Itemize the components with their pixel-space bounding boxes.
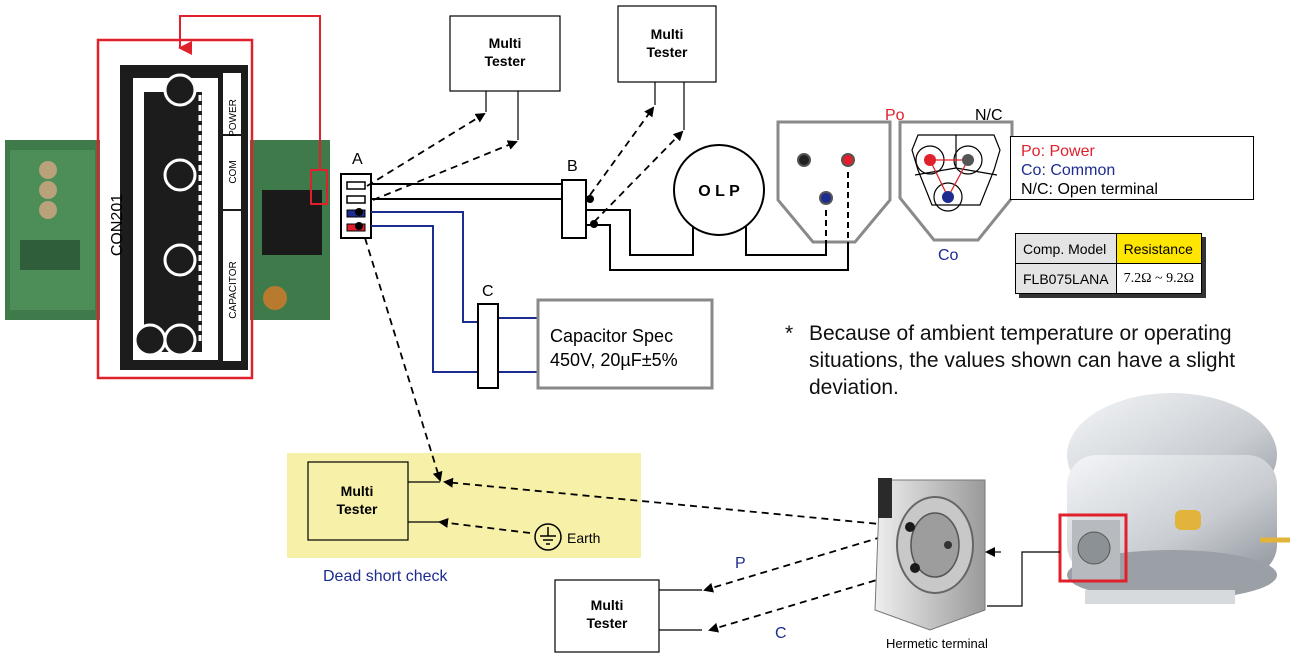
olp: O L P — [673, 144, 765, 236]
capacitor-spec-box: Capacitor Spec 450V, 20µF±5% — [536, 298, 714, 390]
terminal-c: C — [477, 283, 499, 389]
plug-pin-power — [841, 153, 855, 167]
pcb-photo: POWER COM CAPACITOR CON201 — [5, 38, 330, 380]
point-a-label: A — [352, 151, 363, 168]
note-asterisk: * — [785, 322, 794, 345]
pinout-po-label: Po — [885, 107, 905, 124]
multi-tester-1: Multi Tester — [449, 15, 561, 140]
hermetic-c-label: C — [775, 625, 787, 642]
multi-tester-2-line2: Tester — [647, 44, 689, 60]
capacitor-pin-label: CAPACITOR — [228, 261, 239, 318]
wires — [371, 183, 849, 373]
pinout-co-label: Co — [938, 247, 959, 264]
olp-circle — [673, 144, 765, 236]
zoom-indicator-arrow — [178, 15, 321, 170]
pinout-common-pin — [942, 191, 954, 203]
capacitor-spec-line2: 450V, 20µF±5% — [550, 350, 678, 370]
multi-tester-4-line1: Multi — [591, 597, 624, 613]
multi-tester-3-line1: Multi — [341, 483, 374, 499]
compressor-photo — [1058, 393, 1290, 604]
multi-tester-2: Multi Tester — [617, 5, 717, 130]
hermetic-pin-c — [910, 563, 920, 573]
pcb-chip — [20, 240, 80, 270]
multi-tester-4-line2: Tester — [587, 615, 629, 631]
resistance-table-header: Comp. Model Resistance — [1015, 233, 1203, 264]
pcb-heatsink — [262, 190, 322, 255]
olp-label: O L P — [698, 183, 740, 200]
multi-tester-1-line1: Multi — [489, 35, 522, 51]
earth-label: Earth — [567, 530, 600, 546]
pinout-open-pin — [962, 154, 974, 166]
legend: Po: Power Co: Common N/C: Open terminal — [1010, 136, 1254, 200]
point-c-label: C — [482, 283, 494, 300]
earth-icon — [534, 523, 562, 551]
note-text: Because of ambient temperature or operat… — [809, 322, 1236, 399]
legend-common: Co: Common — [1021, 162, 1116, 179]
multi-tester-1-line2: Tester — [485, 53, 527, 69]
power-pin-label: POWER — [228, 99, 239, 137]
pcb-capacitor-1 — [39, 161, 57, 179]
legend-power: Po: Power — [1021, 143, 1095, 160]
terminal-b-block — [561, 179, 587, 239]
hermetic-caption: Hermetic terminal — [886, 636, 988, 651]
compressor-terminal-marker — [1058, 513, 1128, 583]
header-comp-model: Comp. Model — [1015, 233, 1117, 264]
resistance-table: Comp. Model Resistance FLB075LANA 7.2Ω ~… — [1015, 233, 1203, 294]
hermetic-pin-p — [905, 522, 915, 532]
terminal-b: B — [561, 158, 598, 239]
pcb-inductor — [263, 286, 287, 310]
connector-highlight-frame — [96, 38, 254, 380]
legend-open: N/C: Open terminal — [1021, 181, 1158, 198]
terminal-pinout: Po N/C Co — [885, 107, 1014, 264]
pcb-capacitor-2 — [39, 181, 57, 199]
table-row: FLB075LANA 7.2Ω ~ 9.2Ω — [1015, 263, 1203, 294]
hermetic-terminal-photo — [874, 478, 986, 631]
compressor-plug — [776, 120, 892, 245]
board-connector-label: CON201 — [109, 194, 126, 256]
plug-pin-open — [797, 153, 811, 167]
cell-model: FLB075LANA — [1015, 263, 1117, 294]
plug-pin-common — [819, 191, 833, 205]
connector-a: A — [340, 151, 372, 239]
multi-tester-3-line2: Tester — [337, 501, 379, 517]
com-pin-label: COM — [228, 160, 239, 183]
compressor-fitting — [1175, 510, 1201, 530]
multi-tester-4: Multi Tester — [554, 579, 702, 653]
dead-short-caption: Dead short check — [323, 568, 449, 585]
pinout-nc-label: N/C — [975, 107, 1003, 124]
pcb-capacitor-3 — [39, 201, 57, 219]
capacitor-spec-line1: Capacitor Spec — [550, 326, 673, 346]
multi-tester-2-line1: Multi — [651, 26, 684, 42]
connector-label-strip — [221, 71, 243, 363]
connector-bus — [144, 92, 202, 352]
capacitor-terminal-block — [477, 303, 499, 389]
cell-resistance: 7.2Ω ~ 9.2Ω — [1115, 263, 1203, 294]
multi-tester-3: Multi Tester — [307, 461, 409, 541]
connector-terminals — [133, 73, 197, 357]
hermetic-p-label: P — [735, 555, 746, 572]
point-b-label: B — [567, 158, 578, 175]
header-resistance: Resistance — [1115, 233, 1203, 264]
pinout-power-pin — [924, 154, 936, 166]
